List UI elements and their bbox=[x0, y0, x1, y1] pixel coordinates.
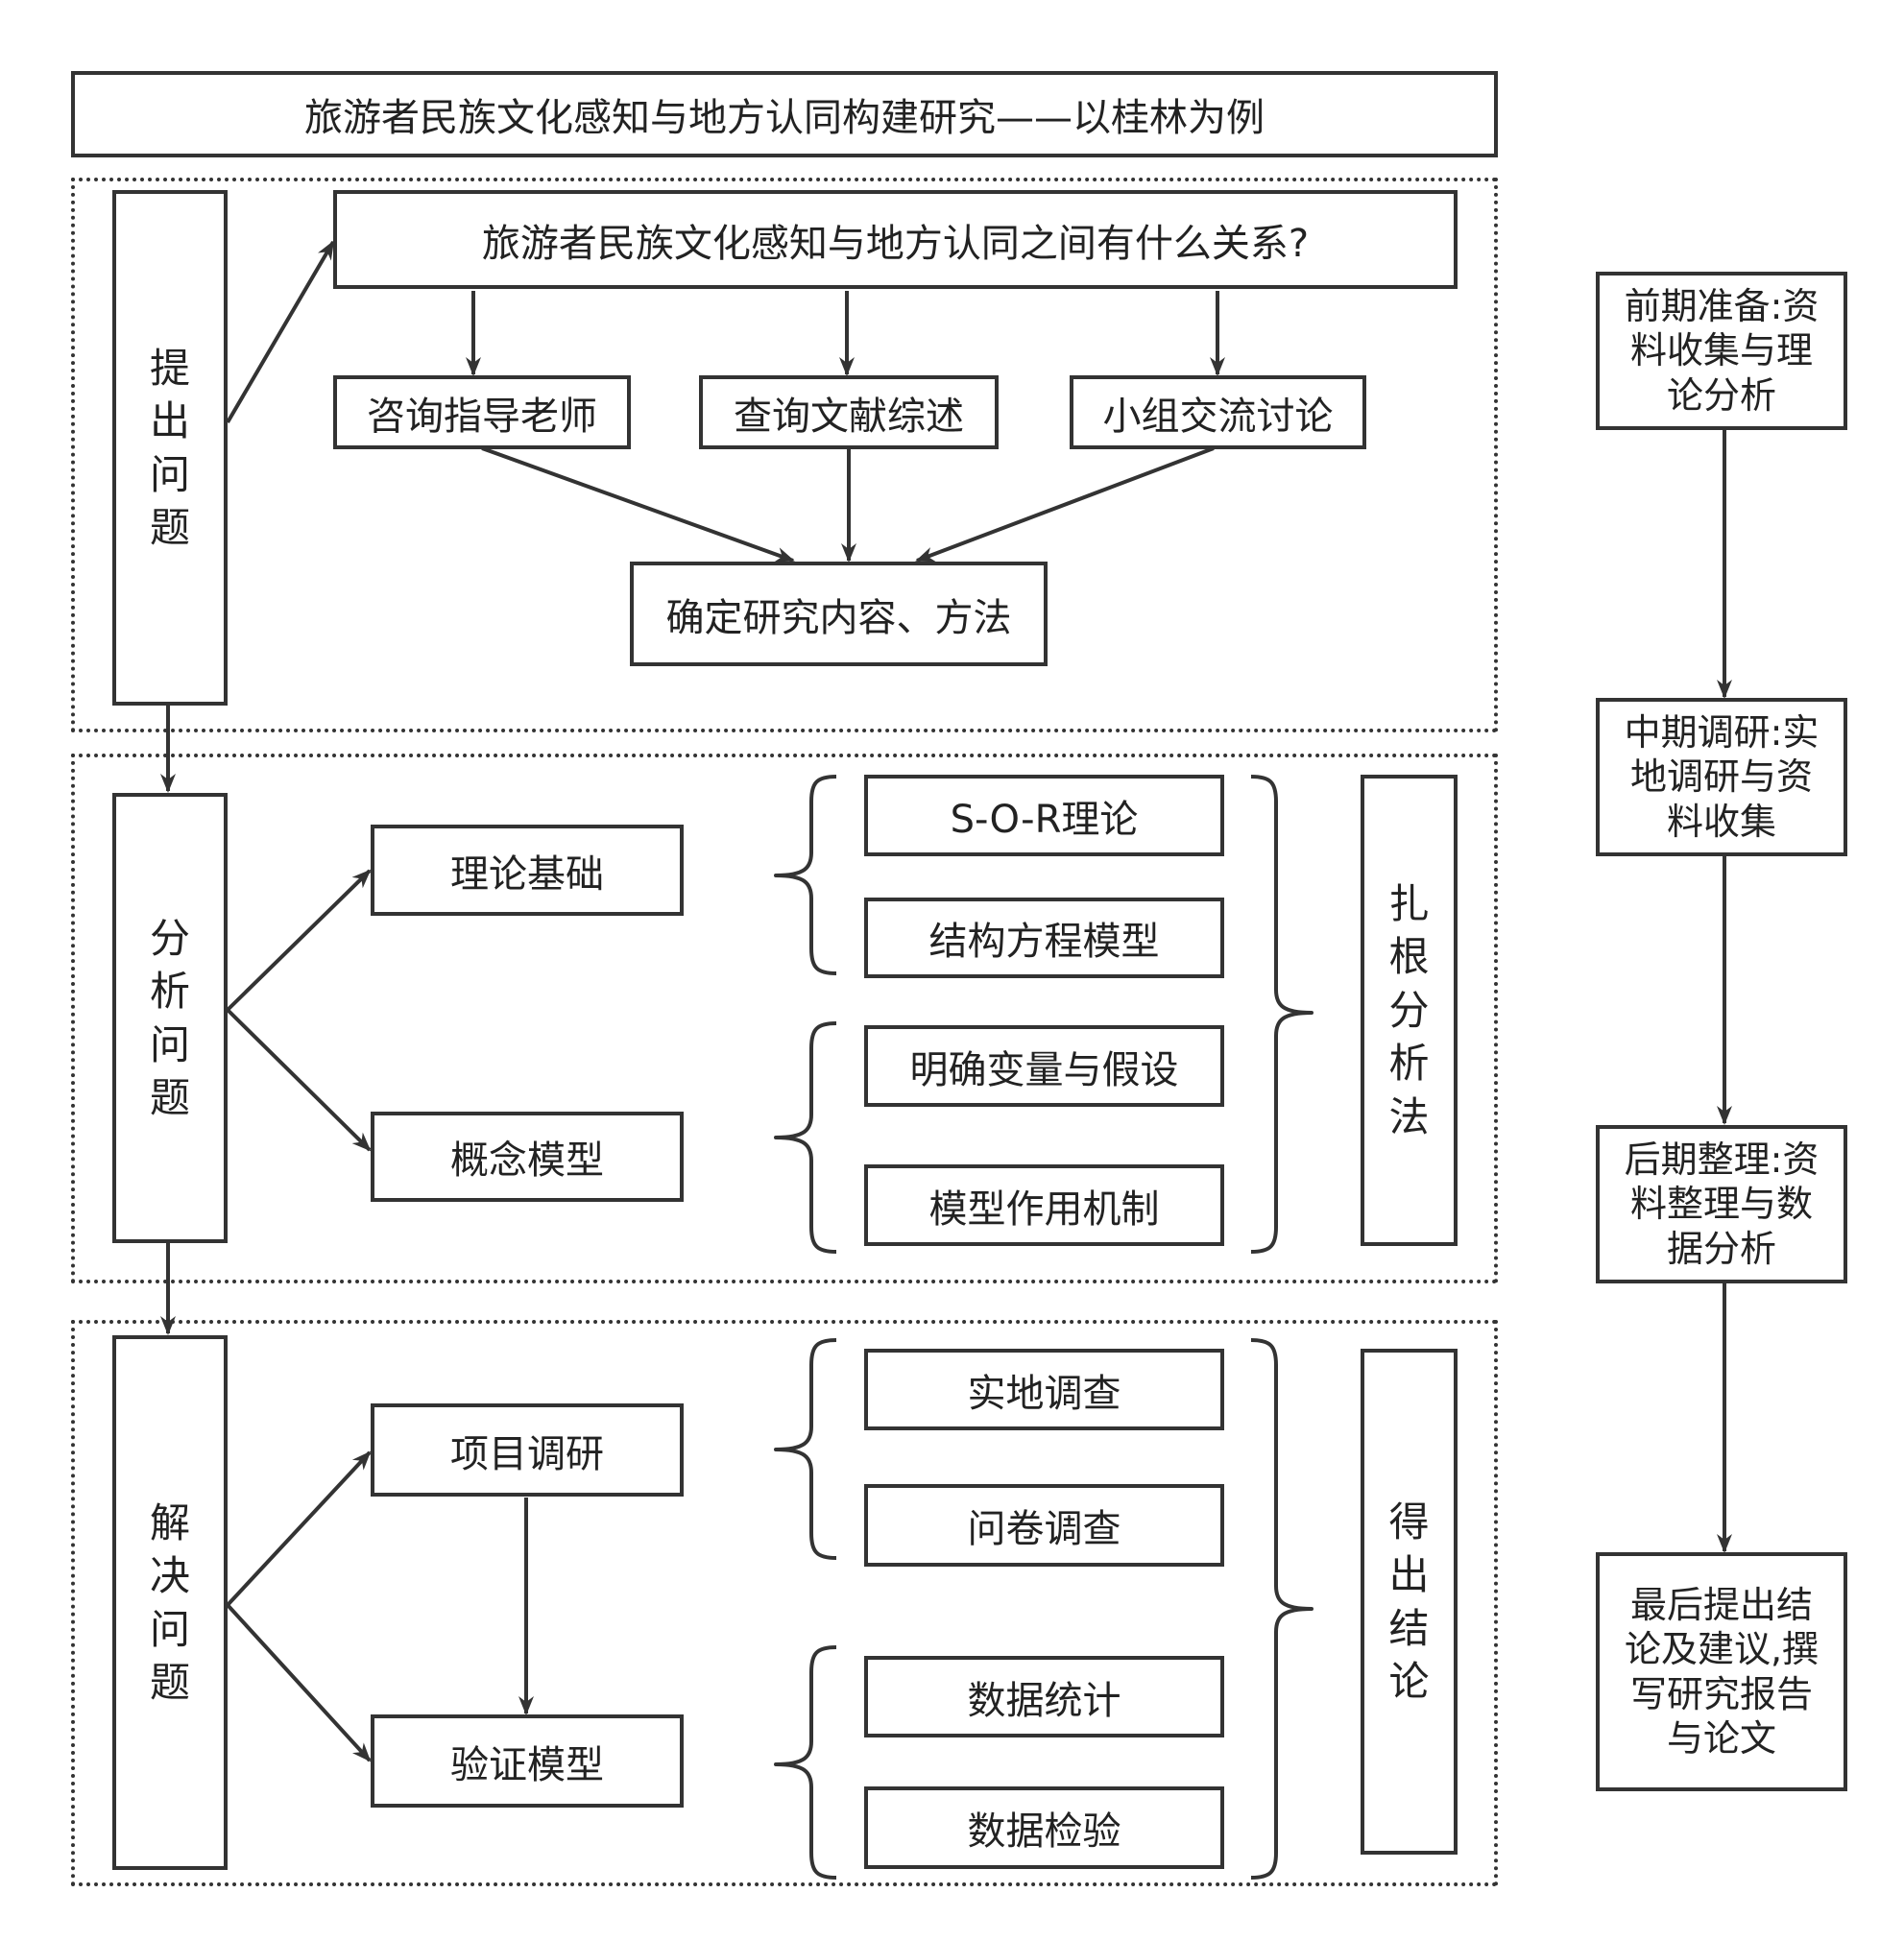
model-mechanism-text: 模型作用机制 bbox=[928, 1186, 1160, 1232]
arrow-discussion-to-result bbox=[915, 446, 1215, 563]
questionnaire-survey: 问卷调查 bbox=[864, 1484, 1224, 1567]
brace-method bbox=[1250, 775, 1314, 1254]
grounded-theory-method: 扎根分析法 bbox=[1361, 775, 1458, 1246]
project-survey: 项目调研 bbox=[371, 1403, 684, 1497]
questionnaire-survey-text: 问卷调查 bbox=[967, 1507, 1121, 1551]
timeline-middle-text: 中期调研:实地调研与资料收集 bbox=[1624, 710, 1820, 843]
timeline-final: 最后提出结论及建议,撰写研究报告与论文 bbox=[1596, 1552, 1847, 1791]
stage-1-label: 提出问题 bbox=[112, 190, 228, 706]
grounded-theory-method-text: 扎根分析法 bbox=[1388, 879, 1430, 1140]
draw-conclusion-text: 得出结论 bbox=[1388, 1498, 1430, 1705]
variables-hypotheses-text: 明确变量与假设 bbox=[909, 1047, 1179, 1092]
arrow-solve-to-survey bbox=[226, 1450, 372, 1607]
model-mechanism: 模型作用机制 bbox=[864, 1164, 1224, 1246]
method-advisor-text: 咨询指导老师 bbox=[367, 394, 597, 439]
method-literature-text: 查询文献综述 bbox=[734, 394, 964, 439]
timeline-late: 后期整理:资料整理与数据分析 bbox=[1596, 1125, 1847, 1283]
concept-model: 概念模型 bbox=[371, 1112, 684, 1202]
page-title-text: 旅游者民族文化感知与地方认同构建研究——以桂林为例 bbox=[304, 96, 1265, 140]
theory-basis-text: 理论基础 bbox=[450, 851, 604, 897]
timeline-early-text: 前期准备:资料收集与理论分析 bbox=[1624, 284, 1820, 417]
project-survey-text: 项目调研 bbox=[450, 1431, 604, 1476]
page-title: 旅游者民族文化感知与地方认同构建研究——以桂林为例 bbox=[71, 71, 1498, 157]
brace-concept bbox=[774, 1021, 837, 1254]
brace-verify bbox=[774, 1645, 837, 1880]
brace-conclusion bbox=[1250, 1338, 1314, 1880]
arrow-analyze-to-concept bbox=[226, 1008, 372, 1152]
timeline-middle: 中期调研:实地调研与资料收集 bbox=[1596, 698, 1847, 856]
data-statistics-text: 数据统计 bbox=[967, 1678, 1121, 1723]
brace-theory bbox=[774, 775, 837, 975]
stage-3-label: 解决问题 bbox=[112, 1335, 228, 1870]
draw-conclusion: 得出结论 bbox=[1361, 1349, 1458, 1855]
theory-basis: 理论基础 bbox=[371, 825, 684, 916]
field-investigation-text: 实地调查 bbox=[967, 1371, 1121, 1416]
research-content-method-text: 确定研究内容、方法 bbox=[665, 595, 1012, 640]
research-question: 旅游者民族文化感知与地方认同之间有什么关系? bbox=[333, 190, 1458, 289]
stage-2-frame bbox=[71, 754, 1498, 1283]
structural-equation-model-text: 结构方程模型 bbox=[928, 920, 1160, 964]
concept-model-text: 概念模型 bbox=[450, 1138, 604, 1183]
sor-theory-text: S-O-R理论 bbox=[950, 797, 1139, 842]
arrow-analyze-to-theory bbox=[226, 869, 372, 1012]
verify-model-text: 验证模型 bbox=[450, 1742, 604, 1787]
stage-2-label: 分析问题 bbox=[112, 793, 228, 1243]
arrow-ask-to-question bbox=[226, 240, 335, 424]
structural-equation-model: 结构方程模型 bbox=[864, 898, 1224, 978]
field-investigation: 实地调查 bbox=[864, 1349, 1224, 1430]
arrow-solve-to-verify bbox=[226, 1603, 372, 1762]
variables-hypotheses: 明确变量与假设 bbox=[864, 1025, 1224, 1107]
brace-survey bbox=[774, 1338, 837, 1560]
stage-3-frame bbox=[71, 1320, 1498, 1886]
timeline-late-text: 后期整理:资料整理与数据分析 bbox=[1624, 1138, 1820, 1270]
research-content-method: 确定研究内容、方法 bbox=[630, 562, 1048, 666]
data-testing-text: 数据检验 bbox=[967, 1809, 1121, 1854]
stage-1-label-text: 提出问题 bbox=[150, 344, 191, 551]
stage-1-frame bbox=[71, 178, 1498, 732]
timeline-final-text: 最后提出结论及建议,撰写研究报告与论文 bbox=[1624, 1583, 1820, 1760]
stage-2-label-text: 分析问题 bbox=[150, 914, 191, 1121]
research-question-text: 旅游者民族文化感知与地方认同之间有什么关系? bbox=[481, 221, 1310, 266]
data-testing: 数据检验 bbox=[864, 1786, 1224, 1869]
method-advisor: 咨询指导老师 bbox=[333, 375, 631, 449]
sor-theory: S-O-R理论 bbox=[864, 775, 1224, 856]
arrow-advisor-to-result bbox=[481, 446, 795, 563]
method-literature: 查询文献综述 bbox=[699, 375, 999, 449]
timeline-early: 前期准备:资料收集与理论分析 bbox=[1596, 272, 1847, 430]
method-discussion-text: 小组交流讨论 bbox=[1102, 394, 1334, 439]
method-discussion: 小组交流讨论 bbox=[1070, 375, 1366, 449]
data-statistics: 数据统计 bbox=[864, 1656, 1224, 1737]
stage-3-label-text: 解决问题 bbox=[150, 1498, 191, 1706]
verify-model: 验证模型 bbox=[371, 1714, 684, 1808]
